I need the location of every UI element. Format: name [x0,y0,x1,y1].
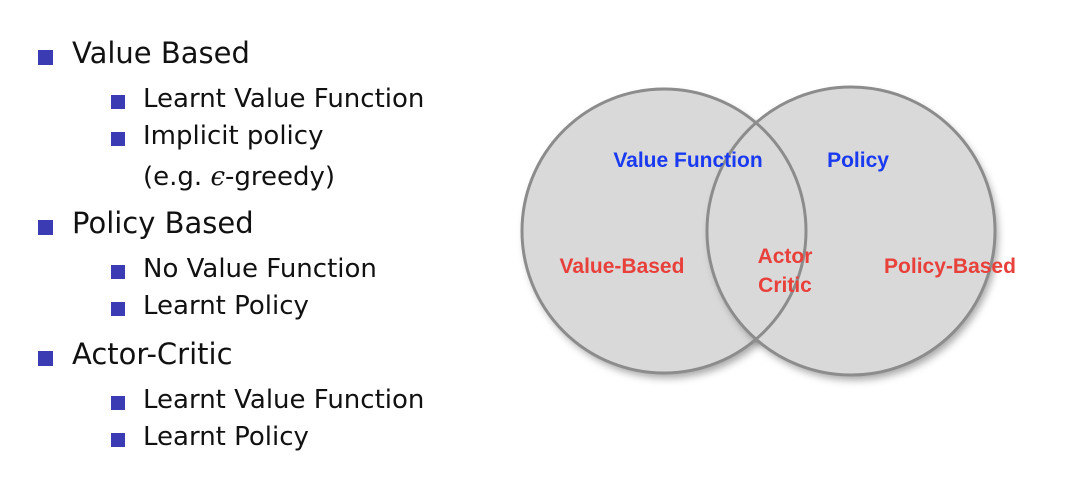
bullet-label: Actor-Critic [72,337,233,371]
bullet-square-icon [111,433,125,447]
sub-bullet-learnt-value-function-ac: Learnt Value Function [111,385,425,415]
bullet-square-icon [111,302,125,316]
bullet-square-icon [111,95,125,109]
bullet-label: Learnt Policy [143,422,309,452]
venn-circle-right-outline [705,85,997,377]
bullet-label: Implicit policy [143,121,324,151]
bullet-label: Learnt Value Function [143,385,425,415]
bullet-square-icon [111,132,125,146]
label-policy: Policy [827,149,889,172]
bullet-label: Learnt Value Function [143,84,425,114]
sub-bullet-learnt-value-function: Learnt Value Function [111,84,425,114]
bullet-label: Learnt Policy [143,291,309,321]
example-prefix: (e.g. [143,162,211,192]
bullet-label: Policy Based [72,206,254,240]
bullet-policy-based: Policy Based [38,206,254,240]
bullet-list: Value Based Learnt Value Function Implic… [0,0,500,484]
venn-diagram: Value Function Policy Value-Based Actor … [520,85,1016,377]
bullet-label: Value Based [72,36,250,70]
sub-bullet-learnt-policy-ac: Learnt Policy [111,422,309,452]
label-value-based: Value-Based [560,255,685,278]
venn-circle-left-outline [520,87,808,375]
bullet-value-based: Value Based [38,36,250,70]
label-critic: Critic [758,274,812,297]
sub-bullet-implicit-policy-example: (e.g. ϵ-greedy) [143,162,335,192]
sub-bullet-no-value-function: No Value Function [111,254,377,284]
bullet-square-icon [38,220,53,235]
bullet-square-icon [111,265,125,279]
label-actor: Actor [758,245,813,268]
example-suffix: -greedy) [225,162,336,192]
label-value-function: Value Function [613,149,762,172]
bullet-label: No Value Function [143,254,377,284]
sub-bullet-learnt-policy: Learnt Policy [111,291,309,321]
bullet-square-icon [111,396,125,410]
label-policy-based: Policy-Based [884,255,1016,278]
bullet-square-icon [38,50,53,65]
bullet-actor-critic: Actor-Critic [38,337,233,371]
epsilon-symbol: ϵ [210,162,225,192]
bullet-square-icon [38,351,53,366]
sub-bullet-implicit-policy: Implicit policy [111,121,324,151]
venn-circle-right [707,87,995,375]
